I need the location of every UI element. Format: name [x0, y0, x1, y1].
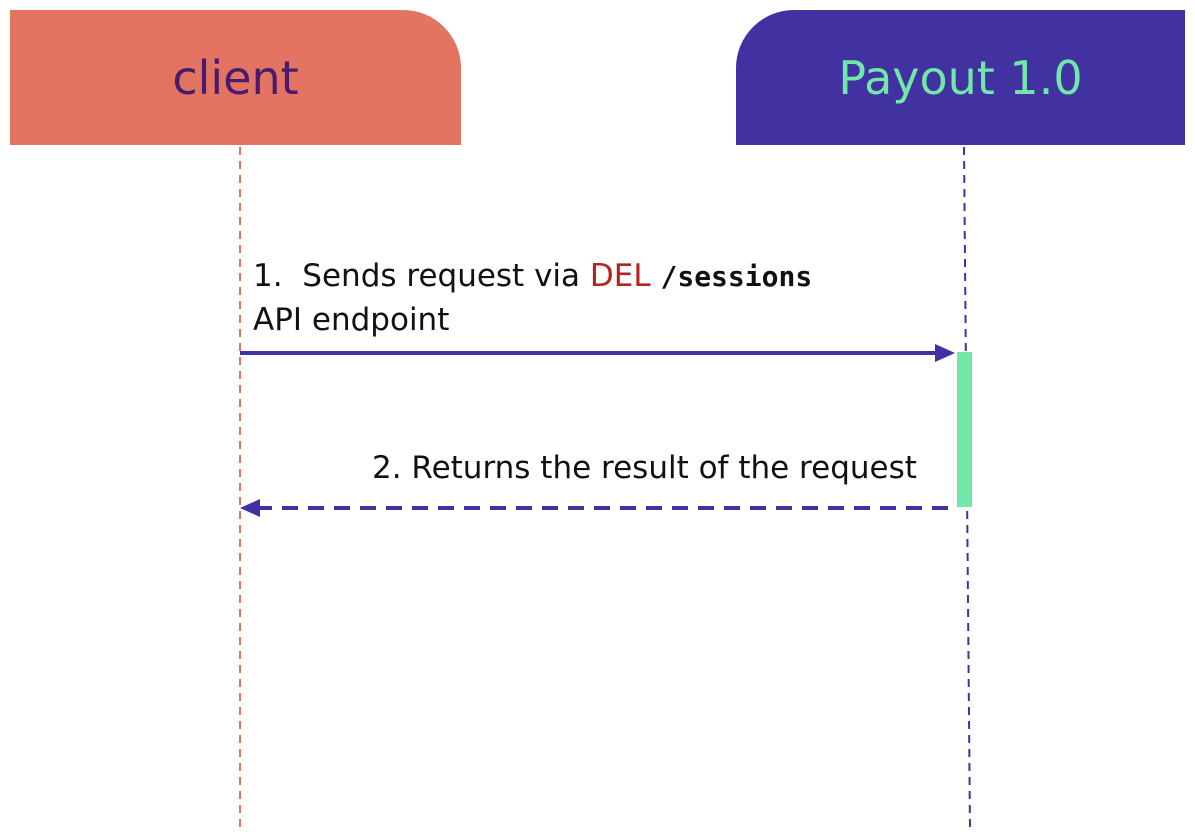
response-message: 2. Returns the result of the request: [372, 446, 917, 490]
http-method-del: DEL: [589, 258, 651, 294]
response-arrowhead: [240, 499, 260, 517]
request-message-line1: 1. Sends request via DEL /sessions: [253, 254, 812, 299]
client-participant-label: client: [172, 50, 299, 105]
request-arrowhead: [935, 344, 955, 362]
endpoint-path: /sessions: [660, 260, 813, 293]
payout-participant-label: Payout 1.0: [838, 50, 1083, 105]
payout-activation-bar: [957, 352, 972, 507]
payout-participant-header: Payout 1.0: [736, 10, 1185, 145]
request-message-text: Sends request via: [302, 258, 581, 294]
request-step-number: 1.: [253, 258, 283, 294]
request-message-line2: API endpoint: [253, 298, 449, 342]
response-message-text: 2. Returns the result of the request: [372, 450, 917, 486]
request-message-line2-text: API endpoint: [253, 302, 450, 338]
client-participant-header: client: [10, 10, 461, 145]
